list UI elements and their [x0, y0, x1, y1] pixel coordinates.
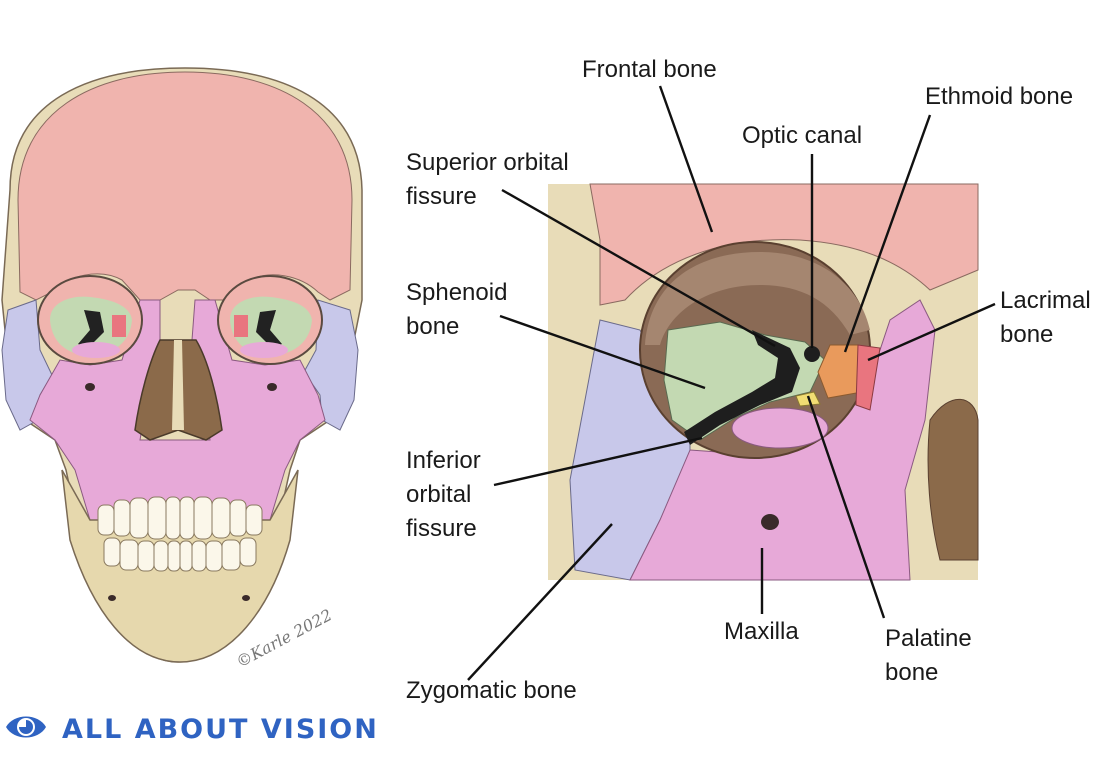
- label-inferior-orbital-fissure-line1: Inferior: [406, 447, 481, 474]
- label-superior-orbital-fissure-line2: fissure: [406, 183, 477, 210]
- label-sphenoid-bone-line1: Sphenoid: [406, 279, 508, 306]
- closeup-orbital-fissures: [684, 330, 800, 445]
- closeup-lacrimal-bone: [855, 344, 881, 411]
- closeup-frontal-bone: [589, 183, 979, 306]
- label-sphenoid-bone-line2: bone: [406, 313, 460, 340]
- label-optic-canal: Optic canal: [742, 122, 863, 149]
- orbit-closeup: [548, 183, 979, 581]
- frontal-bone: [17, 71, 353, 301]
- label-palatine-bone-line2: bone: [885, 659, 939, 686]
- label-inferior-orbital-fissure-line2: orbital: [406, 481, 472, 508]
- label-superior-orbital-fissure-line1: Superior orbital: [406, 149, 569, 176]
- label-inferior-orbital-fissure-line3: fissure: [406, 515, 477, 542]
- label-palatine-bone-line1: Palatine: [885, 625, 972, 652]
- label-lacrimal-bone-line1: Lacrimal: [1000, 287, 1091, 314]
- label-lacrimal-bone-line2: bone: [1000, 321, 1054, 348]
- label-ethmoid-bone: Ethmoid bone: [925, 83, 1074, 110]
- label-zygomatic-bone: Zygomatic bone: [406, 677, 577, 704]
- closeup-ethmoid-bone: [817, 344, 863, 399]
- brand-logo[interactable]: ALL ABOUT VISION: [4, 706, 379, 752]
- teeth: [97, 496, 263, 572]
- leader-lines: [467, 85, 996, 681]
- closeup-optic-canal: [804, 346, 820, 362]
- brand-name: ALL ABOUT VISION: [62, 713, 379, 745]
- label-frontal-bone: Frontal bone: [582, 56, 717, 83]
- eye-logo-icon: [4, 707, 48, 752]
- label-maxilla: Maxilla: [724, 618, 799, 645]
- skull-front-view: [1, 67, 363, 663]
